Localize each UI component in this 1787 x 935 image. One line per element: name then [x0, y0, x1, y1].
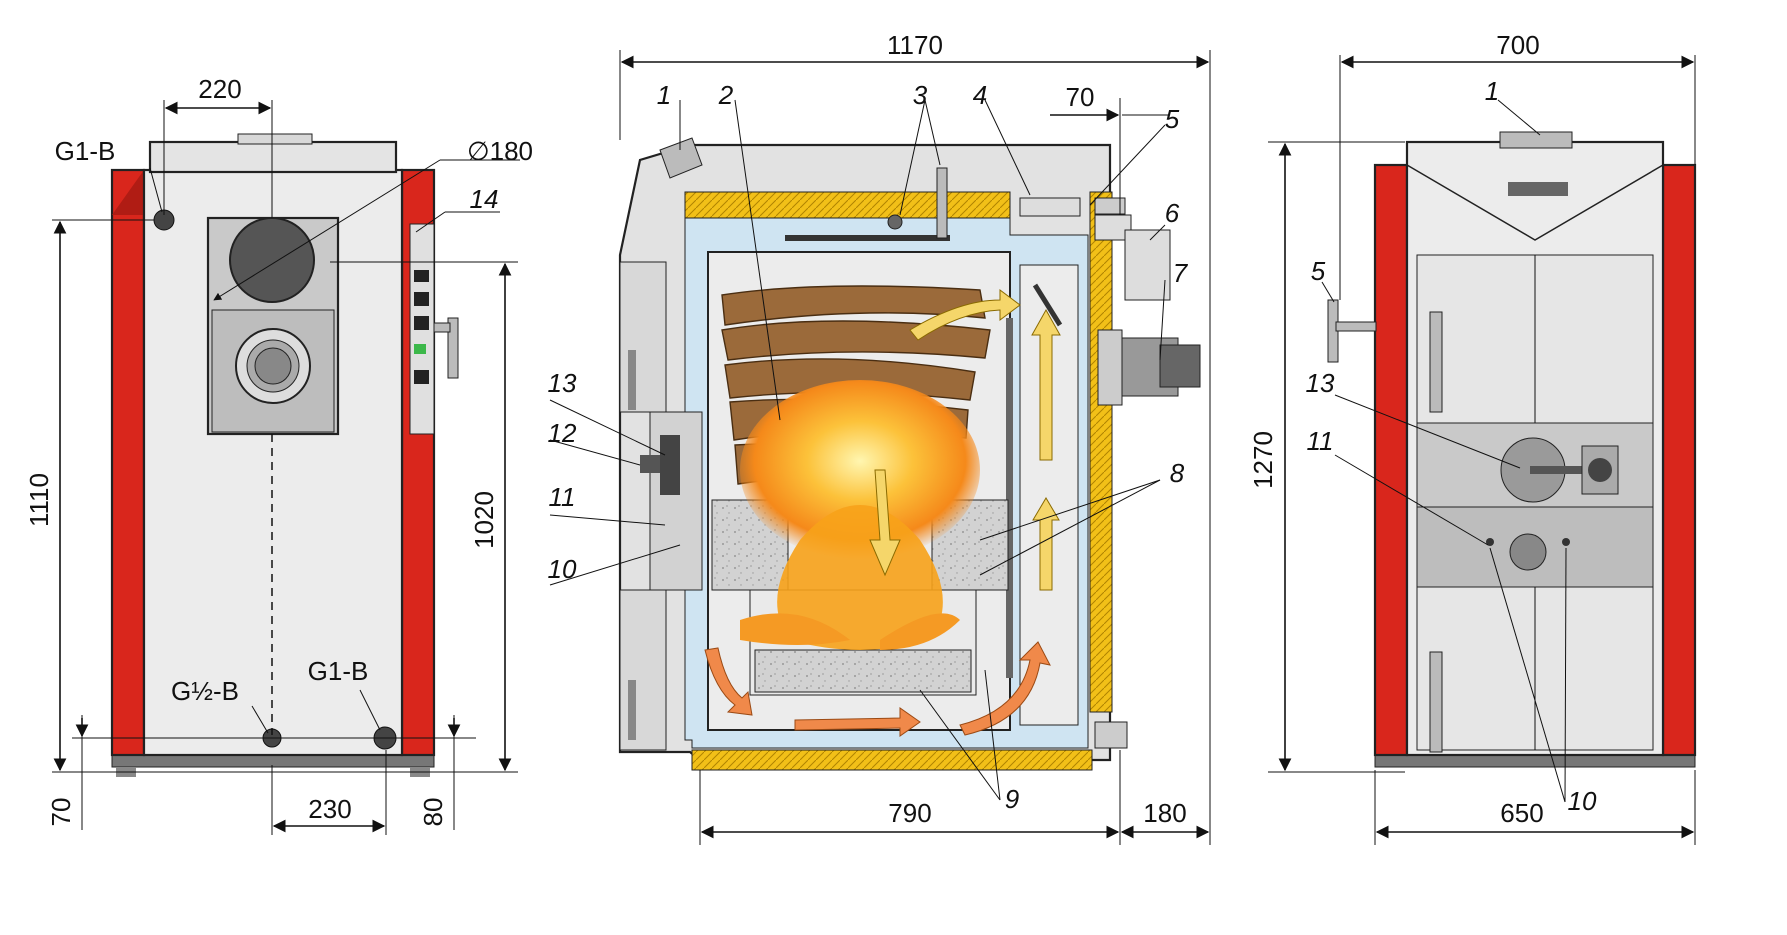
dim-left-bottom-width: 230 [308, 794, 351, 824]
flue-outlet [229, 217, 315, 303]
dim-left-top: 220 [198, 74, 241, 104]
callout-7: 7 [1173, 258, 1189, 288]
callout-5-front: 5 [1311, 256, 1326, 286]
callout-11: 11 [549, 482, 576, 512]
dim-left-bottom: 70 [46, 798, 76, 827]
dim-left-height-conn: 1020 [469, 491, 499, 549]
callout-12: 12 [548, 418, 577, 448]
conn-bottom-right: G1-B [308, 656, 369, 686]
callout-1-front: 1 [1485, 76, 1499, 106]
callout-14: 14 [470, 184, 499, 214]
callout-11-front: 11 [1307, 426, 1334, 456]
dim-left-right: 80 [418, 798, 448, 827]
callout-10-front: 10 [1568, 786, 1597, 816]
callout-9: 9 [1005, 784, 1019, 814]
conn-bottom-left: G½-B [171, 676, 239, 706]
callout-13-front: 13 [1306, 368, 1335, 398]
dim-center-width: 1170 [887, 30, 943, 60]
labels: 220 ∅180 G1-B 1110 1020 G½-B G1-B 70 230… [24, 30, 1597, 828]
callout-10: 10 [548, 554, 577, 584]
callout-1: 1 [657, 80, 671, 110]
callout-3: 3 [913, 80, 928, 110]
brand-logo [1508, 182, 1568, 196]
dim-right-width-top: 700 [1496, 30, 1539, 60]
callout-6: 6 [1165, 198, 1180, 228]
front-view [1268, 55, 1697, 845]
conn-top-left: G1-B [55, 136, 116, 166]
callout-13: 13 [548, 368, 577, 398]
dim-center-depth-extra: 180 [1143, 798, 1186, 828]
dim-center-depth: 790 [888, 798, 931, 828]
callout-8: 8 [1170, 458, 1185, 488]
dim-center-right: 70 [1066, 82, 1095, 112]
flame [740, 380, 980, 560]
dim-left-height-total: 1110 [24, 473, 54, 527]
dim-flue-diameter: ∅180 [467, 136, 533, 166]
callout-2: 2 [718, 80, 734, 110]
callout-5: 5 [1165, 104, 1180, 134]
rear-view [52, 100, 520, 835]
callout-4: 4 [973, 80, 987, 110]
dim-right-width-bottom: 650 [1500, 798, 1543, 828]
section-view [549, 50, 1211, 845]
dim-right-height: 1270 [1248, 431, 1278, 489]
